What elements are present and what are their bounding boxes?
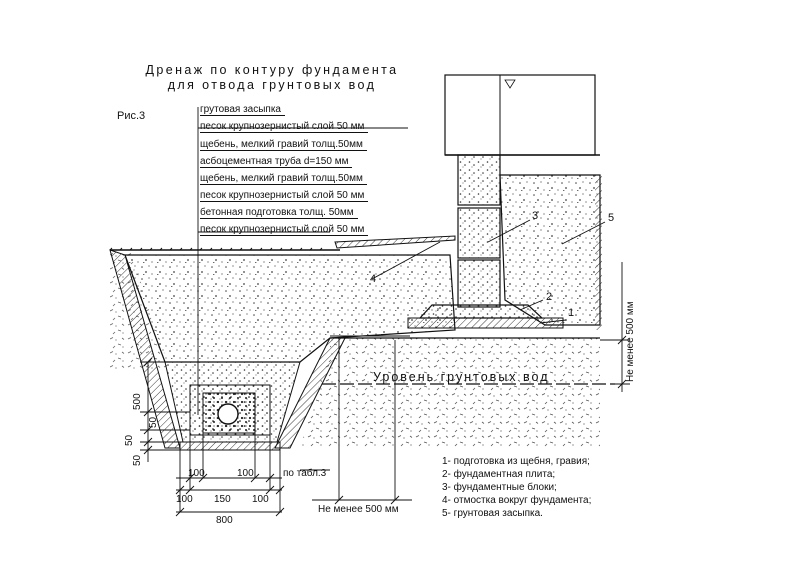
dim-bottom-100-c: 100 bbox=[176, 494, 193, 505]
callout-5: 5 bbox=[608, 212, 614, 224]
ground-backfill-5 bbox=[499, 174, 601, 326]
callout-4: 4 bbox=[370, 273, 376, 285]
layer-label-4: асбоцементная труба d=150 мм bbox=[200, 156, 353, 168]
dim-left-50-b: 50 bbox=[124, 434, 135, 446]
dim-min-500-right: Не менее 500 мм bbox=[625, 301, 636, 382]
dim-min-500-bottom: Не менее 500 мм bbox=[318, 504, 399, 515]
dim-bottom-100-b: 100 bbox=[237, 468, 254, 479]
layer-label-6: песок крупнозернистый слой 50 мм bbox=[200, 190, 369, 202]
concrete-base bbox=[179, 441, 281, 451]
dim-bottom-800: 800 bbox=[216, 515, 233, 526]
groundwater-label: Уровень грунтовых вод bbox=[373, 370, 550, 384]
legend-item-2: 2- фундаментная плита; bbox=[442, 469, 556, 480]
layer-label-3: щебень, мелкий гравий толщ.50мм bbox=[200, 139, 367, 151]
blind-area bbox=[334, 235, 456, 249]
callout-2: 2 bbox=[546, 291, 552, 303]
house-wall bbox=[444, 74, 596, 156]
dim-bottom-100-a: 100 bbox=[188, 468, 205, 479]
callout-1: 1 bbox=[568, 307, 574, 319]
callout-3: 3 bbox=[532, 210, 538, 222]
layer-label-5: щебень, мелкий гравий толщ.50мм bbox=[200, 173, 367, 185]
layer-label-8: песок крупнозернистый слой 50 мм bbox=[200, 224, 369, 236]
gravel-bed bbox=[202, 392, 256, 434]
legend-item-4: 4- отмостка вокруг фундамента; bbox=[442, 495, 592, 506]
foundation-blocks bbox=[457, 154, 501, 308]
legend-item-5: 5- грунтовая засыпка. bbox=[442, 508, 543, 519]
title-line-2: для отвода грунтовых вод bbox=[167, 78, 377, 92]
dim-left-500: 500 bbox=[132, 393, 143, 410]
layer-label-2: песок крупнозернистый слой 50 мм bbox=[200, 121, 369, 133]
dim-po-tabl: по табл.3 bbox=[283, 467, 327, 479]
drain-pipe bbox=[217, 403, 239, 425]
legend-item-1: 1- подготовка из щебня, гравия; bbox=[442, 456, 590, 467]
dim-bottom-150: 150 bbox=[214, 494, 231, 505]
layer-label-7: бетонная подготовка толщ. 50мм bbox=[200, 207, 358, 219]
layer-label-1: грутовая засыпка bbox=[200, 104, 285, 116]
dim-left-50-a: 50 bbox=[148, 416, 159, 428]
legend-item-3: 3- фундаментные блоки; bbox=[442, 482, 557, 493]
foundation-slab bbox=[418, 304, 544, 319]
title-line-1: Дренаж по контуру фундамента bbox=[145, 63, 399, 77]
figure-label: Рис.3 bbox=[117, 110, 146, 122]
gravel-preparation bbox=[407, 317, 564, 329]
dim-left-50-c: 50 bbox=[132, 454, 143, 466]
dim-bottom-100-d: 100 bbox=[252, 494, 269, 505]
